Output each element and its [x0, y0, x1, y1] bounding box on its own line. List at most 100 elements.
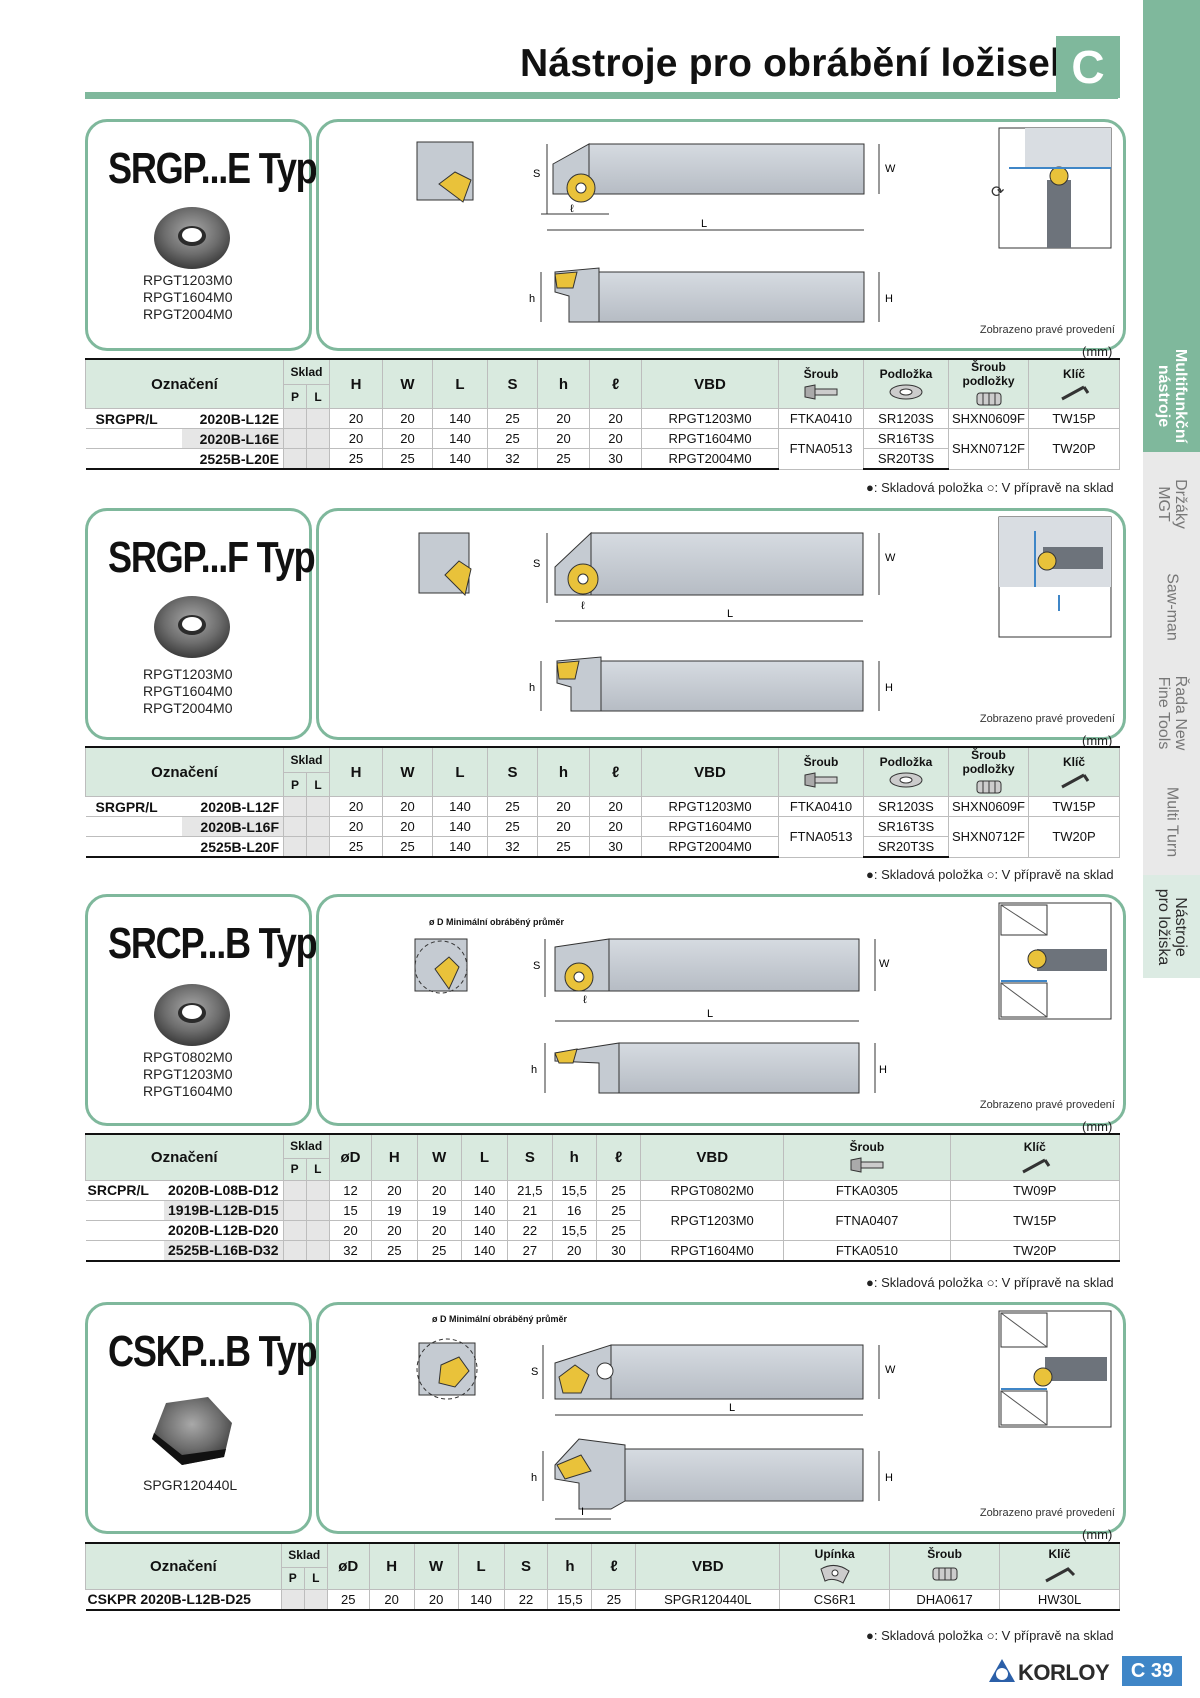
cell-vbd: RPGT1203M0: [640, 1199, 785, 1241]
col-screw: Šroub: [889, 1542, 1001, 1590]
drawing-note: Zobrazeno pravé provedení: [979, 713, 1115, 725]
stock-legend: ●: Skladová položka ○: V přípravě na skl…: [866, 1628, 1114, 1643]
cell-W: 20: [416, 1219, 462, 1241]
col-stock: Sklad: [282, 1133, 330, 1159]
cell-H: 25: [329, 836, 383, 858]
stock-legend: ●: Skladová položka ○: V přípravě na skl…: [866, 1275, 1114, 1290]
table-row: 2020B-L16F 20 20 140 25 20 20 RPGT1604M0…: [85, 816, 1120, 858]
dim-l-label: L: [729, 1402, 735, 1414]
table-row: 2020B-L16E 20 20 140 25 20 20 RPGT1604M0…: [85, 428, 1120, 470]
stock-l: [306, 796, 330, 817]
stock-l: [306, 408, 330, 429]
cell-S: 27: [507, 1239, 553, 1262]
dim-H-label: H: [885, 682, 893, 694]
designation-code: 2020B-L12F: [181, 796, 284, 817]
insert-list: RPGT1203M0 RPGT1604M0 RPGT2004M0: [143, 666, 232, 717]
cell-l: 20: [589, 796, 642, 817]
type-name: SRCP...B Typ: [108, 919, 318, 968]
cell-S: 25: [487, 408, 538, 429]
cell-L: 140: [432, 836, 488, 858]
cell-shim-screw: SHXN0712F: [948, 428, 1029, 470]
designation-code: 2525B-L16B-D32: [164, 1239, 283, 1262]
key-icon: [1061, 773, 1090, 789]
side-tab-multifunction[interactable]: Multifunkční nástroje: [1143, 340, 1200, 454]
col-L: L: [460, 1133, 509, 1181]
table-row: 2020B-L12B-D20 20 20 20 140 22 15,5 25: [85, 1219, 1120, 1241]
col-designation: Označení: [85, 1133, 284, 1181]
dim-s-label: S: [531, 1366, 538, 1378]
cell-L: 140: [432, 408, 488, 429]
cell-W: 19: [416, 1199, 462, 1221]
unit-label: (mm): [1082, 344, 1113, 359]
designation-prefix: SRCPR/L: [85, 1179, 165, 1201]
col-L: L: [432, 746, 488, 797]
cell-vbd: RPGT0802M0: [640, 1179, 785, 1201]
spec-table-cskp-b: Označení Sklad øD H W L S h ℓ VBD Upínka…: [85, 1542, 1120, 1611]
square-insert-icon: [152, 1397, 232, 1465]
col-screw: Šroub: [778, 358, 864, 409]
cell-H: 20: [329, 428, 383, 449]
cell-S: 32: [487, 448, 538, 470]
cell-shim: SR20T3S: [863, 448, 949, 470]
designation-code: 2020B-L12B-D20: [164, 1219, 283, 1241]
cell-S: 25: [487, 428, 538, 449]
designation-code: 2020B-L12E: [181, 408, 284, 429]
cell-S: 21,5: [507, 1179, 553, 1201]
cell-key: TW09P: [949, 1179, 1121, 1201]
dim-H-label: H: [879, 1064, 887, 1076]
cell-L: 140: [432, 796, 488, 817]
svg-text:⟳: ⟳: [991, 184, 1005, 201]
cell-l: 25: [595, 1199, 642, 1221]
cell-W: 25: [382, 836, 433, 858]
cell-W: 20: [382, 816, 433, 837]
cell-S: 22: [503, 1588, 549, 1611]
col-stock: Sklad: [283, 358, 330, 386]
unit-label: (mm): [1082, 733, 1113, 748]
col-l: ℓ: [589, 358, 642, 409]
stock-l: [306, 428, 330, 449]
col-l: ℓ: [591, 1542, 637, 1590]
cell-W: 20: [416, 1179, 462, 1201]
min-diameter-label: ø D Minimální obráběný průměr: [432, 1314, 568, 1324]
cell-vbd: RPGT1604M0: [641, 816, 779, 837]
cell-screw: FTNA0407: [783, 1199, 951, 1241]
side-tab-new-fine-tools[interactable]: Řada New Fine Tools: [1143, 658, 1200, 770]
side-tab-bearing-tools[interactable]: Nástroje pro ložiska: [1143, 875, 1200, 980]
cell-shim: SR1203S: [863, 408, 949, 429]
cell-vbd: RPGT1604M0: [640, 1239, 785, 1262]
round-insert-icon: [154, 207, 230, 269]
stock-p: [280, 1588, 305, 1611]
dim-s-label: S: [533, 168, 540, 180]
cell-h: 15,5: [547, 1588, 593, 1611]
col-key: Klíč: [1028, 746, 1120, 797]
stock-l: [305, 1219, 330, 1241]
cell-H: 20: [371, 1179, 418, 1201]
insert-list: RPGT1203M0 RPGT1604M0 RPGT2004M0: [143, 272, 232, 323]
drawing-box-srcp-b: ø D Minimální obráběný průměr S ℓ L W h …: [316, 894, 1126, 1126]
page-number: C 39: [1122, 1656, 1182, 1686]
col-stock-l: L: [305, 1157, 330, 1181]
col-S: S: [507, 1133, 553, 1181]
col-L: L: [432, 358, 488, 409]
stock-p: [283, 796, 307, 817]
cell-shim: SR1203S: [863, 796, 949, 817]
col-W: W: [382, 746, 433, 797]
col-designation: Označení: [85, 358, 284, 409]
dim-h-label: h: [531, 1064, 537, 1076]
designation-code: 1919B-L12B-D15: [164, 1199, 283, 1221]
col-D: øD: [328, 1133, 373, 1181]
col-stock-p: P: [283, 772, 307, 797]
cell-screw: FTKA0305: [783, 1179, 951, 1201]
insert-code: RPGT1203M0: [143, 272, 233, 288]
side-tab-saw-man[interactable]: Saw-man: [1143, 555, 1200, 660]
cell-l: 25: [595, 1219, 642, 1241]
cell-shim: SR20T3S: [863, 836, 949, 858]
dim-l-small-label: ℓ: [570, 203, 574, 215]
insert-code: RPGT2004M0: [143, 700, 233, 716]
cell-H: 20: [329, 816, 383, 837]
table-row: SRGPR/L 2020B-L12E 20 20 140 25 20 20 RP…: [85, 408, 1120, 429]
side-tab-multi-turn[interactable]: Multi Turn: [1143, 768, 1200, 877]
col-shim-screw: Šroub podložky: [948, 746, 1029, 797]
cell-key: TW15P: [1028, 796, 1120, 817]
side-tab-mgt[interactable]: Držáky MGT: [1143, 452, 1200, 557]
